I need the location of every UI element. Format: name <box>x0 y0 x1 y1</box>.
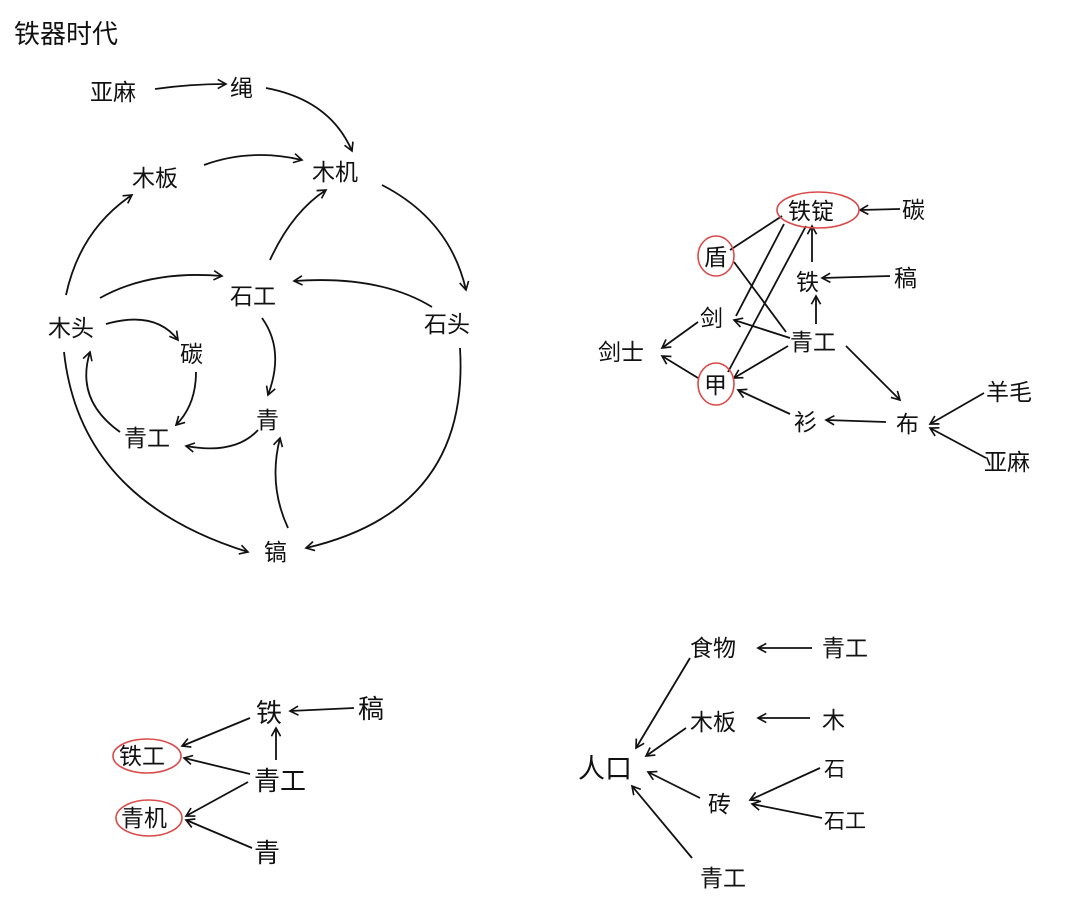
highlight-circle-armor <box>697 362 735 406</box>
node-brick: 砖 <box>708 792 731 818</box>
edge-bronze-bronzework <box>184 429 259 453</box>
node-swordsman: 剑士 <box>598 340 644 366</box>
diagram-3-edges <box>180 705 355 849</box>
edge-rope-woodmachine <box>265 87 354 153</box>
edge-stonework-woodmachine <box>269 189 328 261</box>
node-woodmachine: 木机 <box>312 160 358 186</box>
edge-bronzework-wood <box>82 350 121 433</box>
highlight-circle-ironwork <box>112 738 182 774</box>
node-stonework4: 石工 <box>824 809 866 833</box>
node-stonework: 石工 <box>230 284 276 310</box>
highlight-circles <box>112 191 860 837</box>
edge-plank-woodmachine <box>203 153 304 166</box>
edge-wood-pick <box>63 351 250 555</box>
edge-armor-bronzework2 <box>732 345 789 379</box>
edge-armor-ingot <box>727 225 807 373</box>
edge-shield-bronzework2 <box>733 261 787 333</box>
edge-sword-ingot <box>735 223 785 317</box>
node-carbon: 碳 <box>180 342 203 368</box>
edge-wool-cloth <box>928 392 985 425</box>
node-bronze: 青 <box>256 408 279 434</box>
node-wood: 木头 <box>48 316 94 342</box>
edge-bronzework4b-population <box>630 784 693 859</box>
node-bronzemachine: 青机 <box>121 806 167 832</box>
edge-sword-swordsman <box>660 321 699 349</box>
edge-bronzework3-bronzemachine <box>184 781 249 817</box>
edge-shirt-armor <box>736 388 791 415</box>
node-bronze3: 青 <box>254 839 280 869</box>
node-ingot: 铁锭 <box>788 199 834 225</box>
node-stone4: 石 <box>824 757 845 781</box>
edge-plank4-population <box>644 727 687 757</box>
edge-stone-stonework <box>292 275 433 308</box>
edge-iron3-ironwork <box>180 717 251 748</box>
node-pick: 镐 <box>264 540 287 566</box>
node-bronzework4a: 青工 <box>822 636 868 662</box>
node-bronzework3: 青工 <box>254 767 306 797</box>
node-linen2: 亚麻 <box>984 450 1030 476</box>
node-cloth: 布 <box>896 412 919 438</box>
edge-stone-pick <box>304 347 462 552</box>
node-armor: 甲 <box>704 373 727 399</box>
node-carbon2: 碳 <box>902 198 925 224</box>
diagram-3: 铁 稿 铁工 青工 青机 青 <box>119 695 384 869</box>
node-bronzework: 青工 <box>124 426 170 452</box>
edge-cloth-shirt <box>824 414 887 426</box>
edge-carbon-bronzework <box>174 371 197 427</box>
edge-carbon2-ingot <box>858 204 901 216</box>
node-population: 人口 <box>578 754 632 785</box>
page-title: 铁器时代 <box>14 20 119 50</box>
diagram-4: 食物 青工 木板 木 人口 石 砖 石工 青工 <box>578 636 868 892</box>
node-wood4: 木 <box>822 708 845 734</box>
edge-linen-rope <box>154 78 228 90</box>
highlight-circle-shield <box>697 235 735 277</box>
node-rope: 绳 <box>230 76 253 102</box>
edge-pick-bronze <box>272 436 289 529</box>
edge-wood-plank <box>65 194 134 296</box>
edge-bronzework2-cloth <box>845 345 902 402</box>
node-pick3: 稿 <box>358 695 384 725</box>
node-sword: 剑 <box>700 306 723 332</box>
edge-stonework-bronze <box>261 317 277 397</box>
edge-bronze3-bronzemachine <box>184 818 253 849</box>
edge-linen2-cloth <box>928 427 987 459</box>
edge-bronzework3-ironwork <box>182 754 251 775</box>
node-plank: 木板 <box>132 166 178 192</box>
node-food: 食物 <box>690 636 736 662</box>
highlight-circle-bronzemachine <box>115 799 183 837</box>
edge-food-population <box>635 657 691 750</box>
edge-pick3-iron3 <box>288 705 355 716</box>
diagram-1: 亚麻 绳 木板 木机 木头 石工 石头 碳 青工 青 镐 <box>48 76 470 566</box>
node-pick2: 稿 <box>894 266 917 292</box>
node-shield: 盾 <box>704 245 727 271</box>
node-stone: 石头 <box>424 312 470 338</box>
node-iron3: 铁 <box>256 699 282 729</box>
node-iron: 铁 <box>796 270 819 296</box>
edge-pick2-iron <box>820 272 891 284</box>
edge-brick-population <box>646 770 701 799</box>
edge-wood-carbon <box>105 318 180 342</box>
edge-bronzework2-sword <box>732 317 791 339</box>
diagram-4-edges <box>630 642 823 859</box>
edge-armor-swordsman <box>660 355 699 379</box>
edge-woodmachine-stone <box>381 184 470 292</box>
node-bronzework2: 青工 <box>790 330 836 356</box>
node-linen: 亚麻 <box>90 80 136 106</box>
node-shirt: 衫 <box>794 410 817 436</box>
diagram-2-edges <box>660 204 987 459</box>
edge-stonework4-brick <box>750 800 823 819</box>
edge-shield-ingot <box>729 215 783 251</box>
edge-wood-stonework <box>99 270 224 299</box>
node-wool: 羊毛 <box>986 380 1032 406</box>
diagram-2: 铁锭 碳 盾 铁 稿 剑 青工 剑士 甲 衫 布 羊毛 亚麻 <box>598 198 1032 476</box>
node-plank4: 木板 <box>690 710 736 736</box>
highlight-circle-ingot <box>776 191 860 229</box>
edge-stone4-brick <box>748 767 821 802</box>
node-bronzework4b: 青工 <box>700 866 746 892</box>
node-ironwork: 铁工 <box>119 744 165 770</box>
diagram-1-edges <box>63 78 470 555</box>
